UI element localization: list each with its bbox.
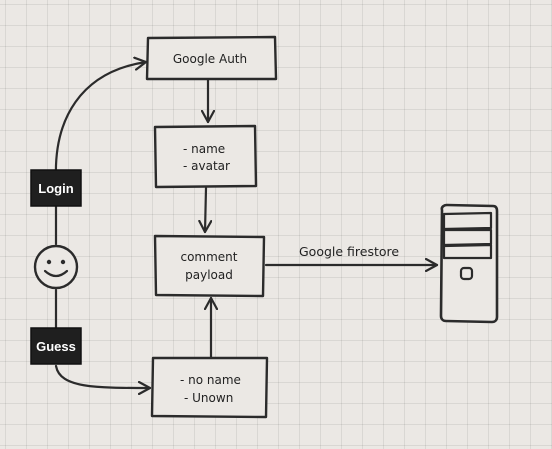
node-google-auth-line-0: Google Auth xyxy=(173,52,247,66)
user-info-to-payload-arrow xyxy=(205,186,206,234)
badge-guess: Guess xyxy=(30,327,82,365)
node-comment-payload-line-1: payload xyxy=(185,268,233,282)
node-anon-info-line-1: - Unown xyxy=(184,391,233,405)
node-user-info-line-1: - avatar xyxy=(183,159,230,173)
node-user-info: - name - avatar xyxy=(153,124,258,189)
server-tower-icon xyxy=(439,203,499,324)
login-to-auth-arrow xyxy=(54,62,148,180)
node-comment-payload-line-0: comment xyxy=(180,250,237,264)
edge-label-firestore: Google firestore xyxy=(299,244,399,259)
node-anon-info-line-0: - no name xyxy=(180,373,241,387)
badge-login-label: Login xyxy=(38,181,73,196)
badge-guess-label: Guess xyxy=(36,339,76,354)
smiley-face-icon xyxy=(33,244,79,290)
node-comment-payload: comment payload xyxy=(153,234,266,298)
node-user-info-line-0: - name xyxy=(183,142,225,156)
badge-login: Login xyxy=(30,169,82,207)
node-google-auth: Google Auth xyxy=(145,35,278,81)
guess-to-anon-arrow xyxy=(54,364,152,388)
node-anon-info: - no name - Unown xyxy=(150,356,269,419)
